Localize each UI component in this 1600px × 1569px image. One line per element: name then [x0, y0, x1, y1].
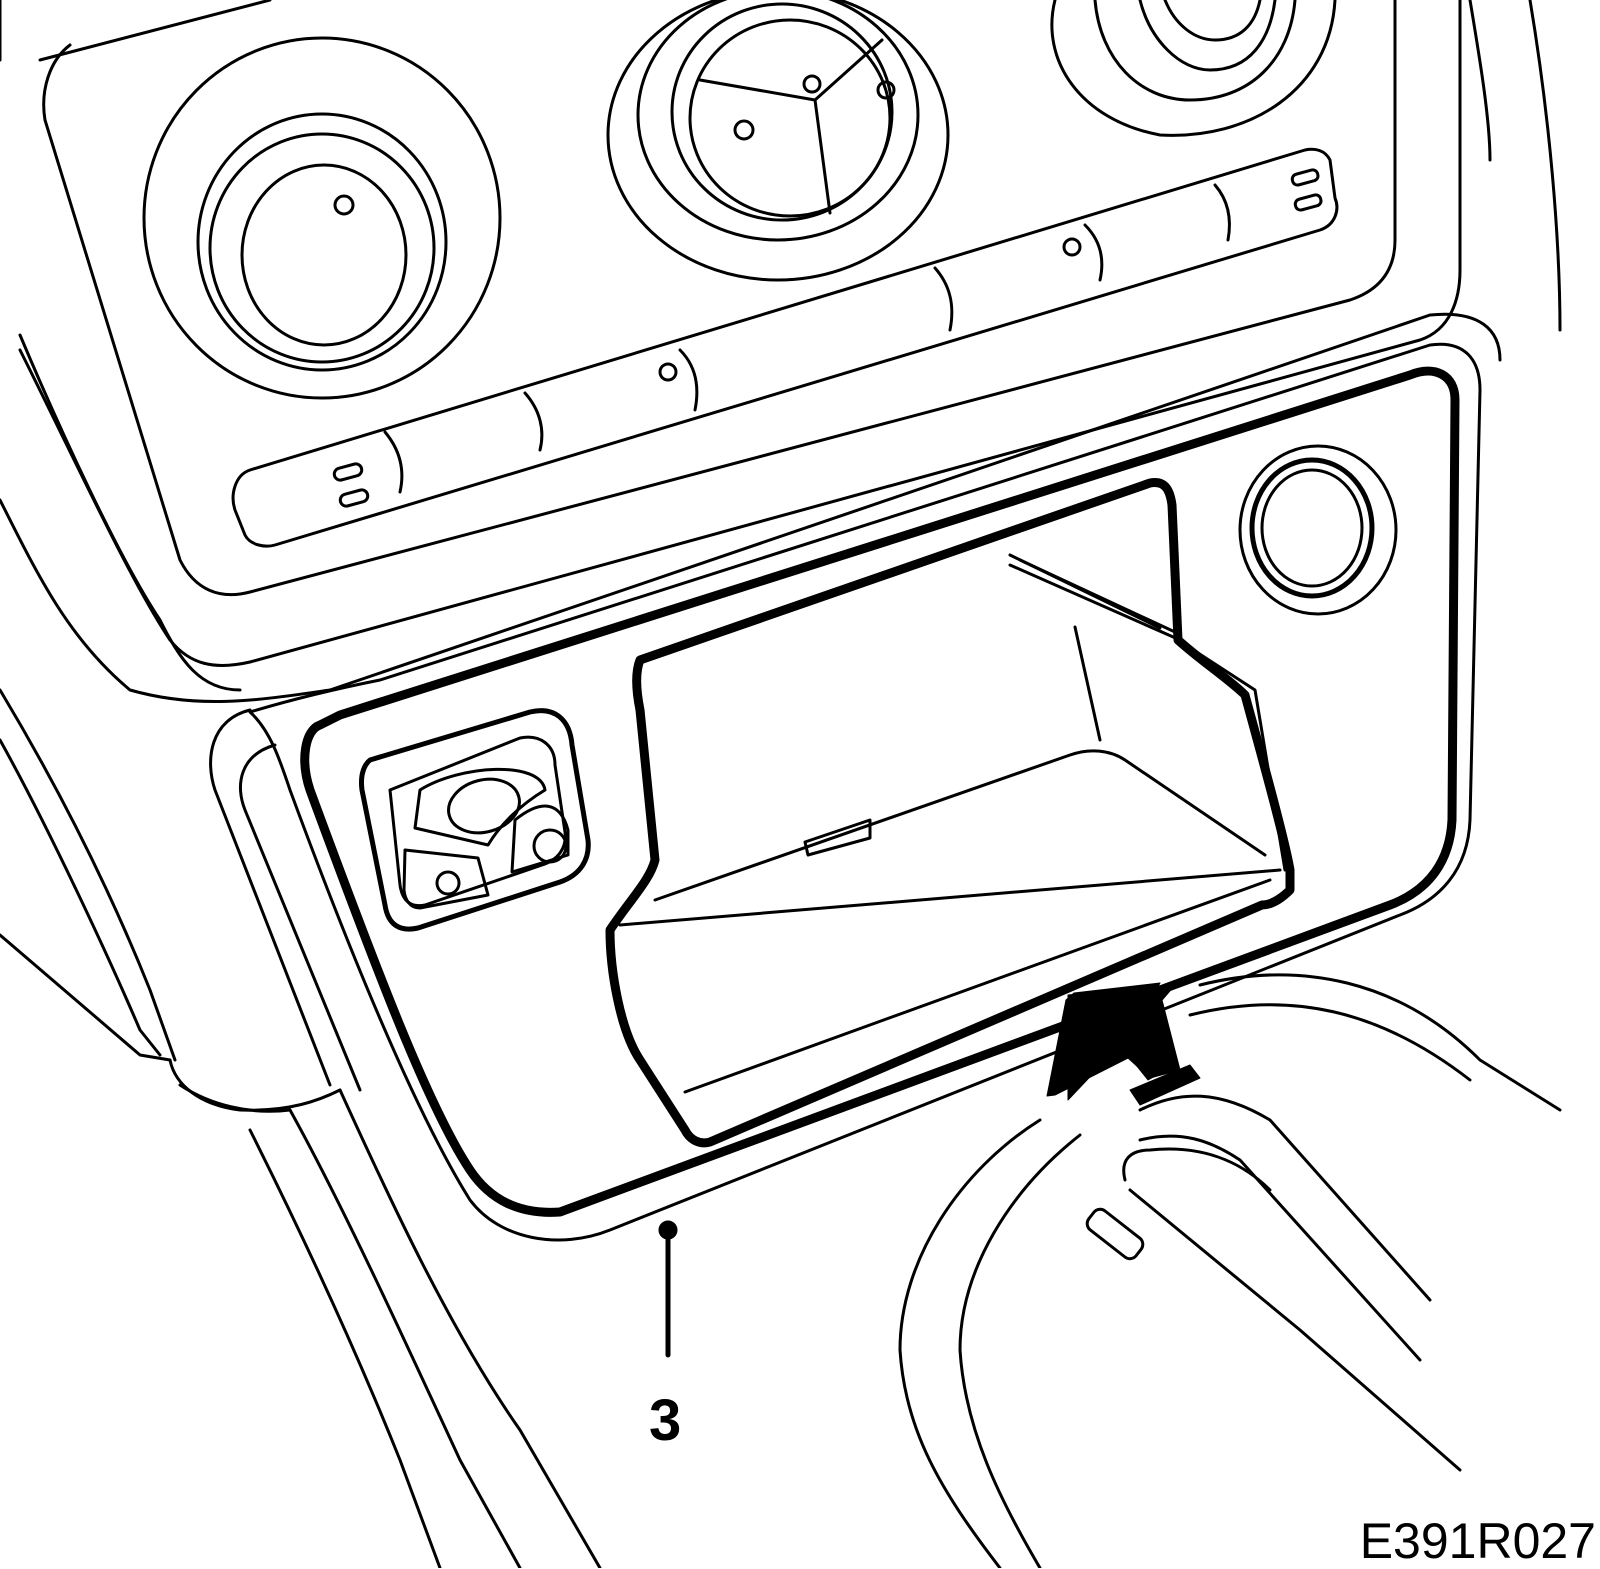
- dashboard-upper-shell: [0, 0, 1562, 704]
- control-panel-frame: [18, 0, 1462, 668]
- gear-selector-area: [898, 973, 1562, 1568]
- insert-panel: [248, 342, 1482, 1242]
- lighter-socket: [1238, 444, 1398, 616]
- callout-label: 3: [649, 1388, 681, 1453]
- direction-arrow: [1046, 982, 1201, 1106]
- center-control-knob: [606, 0, 950, 282]
- left-control-knob: [142, 36, 502, 400]
- storage-opening: [605, 477, 1295, 1148]
- figure-id-label: E391R027: [1359, 1513, 1596, 1569]
- console-left-pillar: [0, 688, 602, 1568]
- right-control-knob: [1050, 0, 1337, 137]
- button-strip: [231, 147, 1339, 548]
- switch-cluster: [359, 708, 591, 932]
- callout-3: 3: [649, 1220, 681, 1453]
